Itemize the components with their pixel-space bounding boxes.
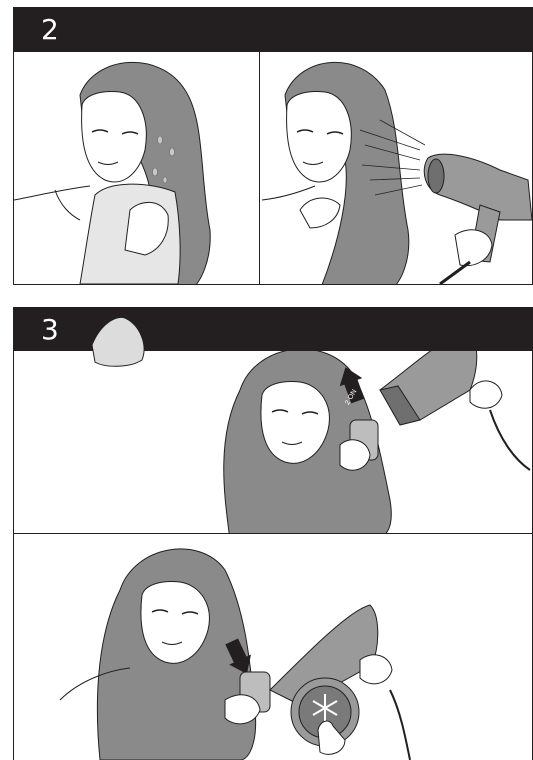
face-outline	[82, 92, 147, 182]
illustration-blow-dry	[262, 62, 532, 290]
illustration-brush-up: 2 ON	[224, 334, 530, 540]
illustration-towel-dry	[14, 62, 210, 290]
concentrator-nozzle-icon	[92, 317, 144, 366]
illustration-brush-down-cool	[60, 549, 410, 760]
